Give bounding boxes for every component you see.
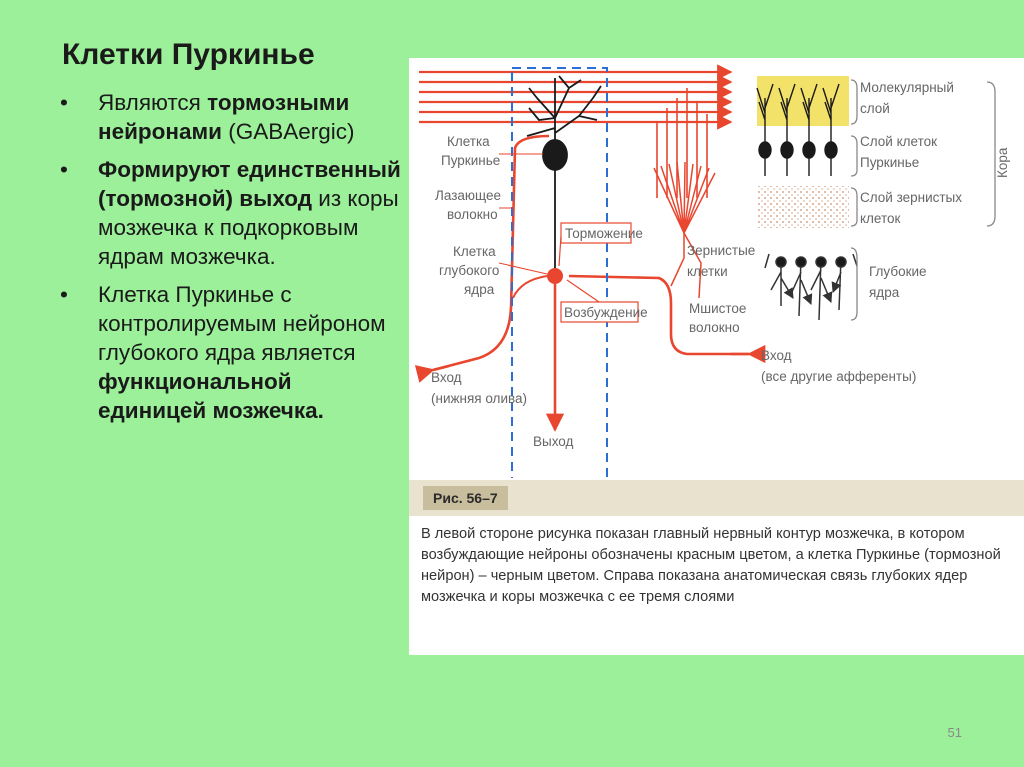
granular-layer-label: Слой зернистых [860,190,962,205]
molecular-layer-label: слой [860,101,890,116]
bullet-item: • Формируют единственный (тормозной) вых… [58,155,403,271]
bullet-marker: • [60,88,68,117]
output-label: Выход [533,434,574,449]
mossy-fiber-label: волокно [689,320,740,335]
bullet-text: (GABAergic) [222,119,355,144]
figure-tag: Рис. 56–7 [423,486,508,510]
mossy-fiber-label: Мшистое [689,301,746,316]
cerebellum-figure: Клетка Пуркинье Лазающее волокно Клетка … [409,58,1024,655]
figure-caption: В левой стороне рисунка показан главный … [421,524,1016,608]
molecular-layer-label: Молекулярный [860,80,954,95]
purkinje-label: Пуркинье [441,153,500,168]
granule-cells-label: клетки [687,264,728,279]
input-right-label: (все другие афференты) [761,369,916,384]
bullet-marker: • [60,155,68,184]
purkinje-layer-label: Пуркинье [860,155,919,170]
deep-nucleus-cell [547,256,563,430]
deep-cell-label: ядра [464,282,495,297]
deep-nuclei-label: Глубокие [869,264,927,279]
climbing-fiber-label: волокно [447,207,498,222]
input-olive-label: Вход [431,370,462,385]
excitation-label: Возбуждение [564,305,648,320]
input-right-label: Вход [761,348,792,363]
climbing-collateral [513,276,547,298]
bullet-text: Являются [98,90,207,115]
bullet-marker: • [60,280,68,309]
deep-cell-label: Клетка [453,244,496,259]
figure-tag-bar: Рис. 56–7 [409,480,1024,516]
granule-cells-label: Зернистые [687,243,755,258]
inhibition-label: Торможение [565,226,643,241]
climbing-fiber-label: Лазающее [435,188,501,203]
purkinje-label: Клетка [447,134,490,149]
deep-cell-label: глубокого [439,263,499,278]
bullet-item: • Клетка Пуркинье с контролируемым нейро… [58,280,403,425]
granular-layer [757,186,849,228]
molecular-layer [757,76,849,126]
input-olive-label: (нижняя олива) [431,391,527,406]
bullet-text: Клетка Пуркинье с контролируемым нейроно… [98,282,386,365]
page-number: 51 [948,725,962,740]
bullet-item: • Являются тормозными нейронами (GABAerg… [58,88,403,146]
granule-axons [657,88,707,198]
bullet-emphasis: функциональной единицей мозжечка. [98,369,324,423]
granular-layer-label: клеток [860,211,901,226]
deep-nuclei-label: ядра [869,285,900,300]
parallel-fibers [419,72,731,122]
bullet-list: • Являются тормозными нейронами (GABAerg… [58,88,403,434]
cerebellum-circuit-diagram: Клетка Пуркинье Лазающее волокно Клетка … [409,58,1024,478]
cortex-label: Кора [995,147,1010,178]
deep-nuclei-cells [765,254,857,320]
purkinje-layer-label: Слой клеток [860,134,937,149]
slide-title: Клетки Пуркинье [62,38,315,72]
